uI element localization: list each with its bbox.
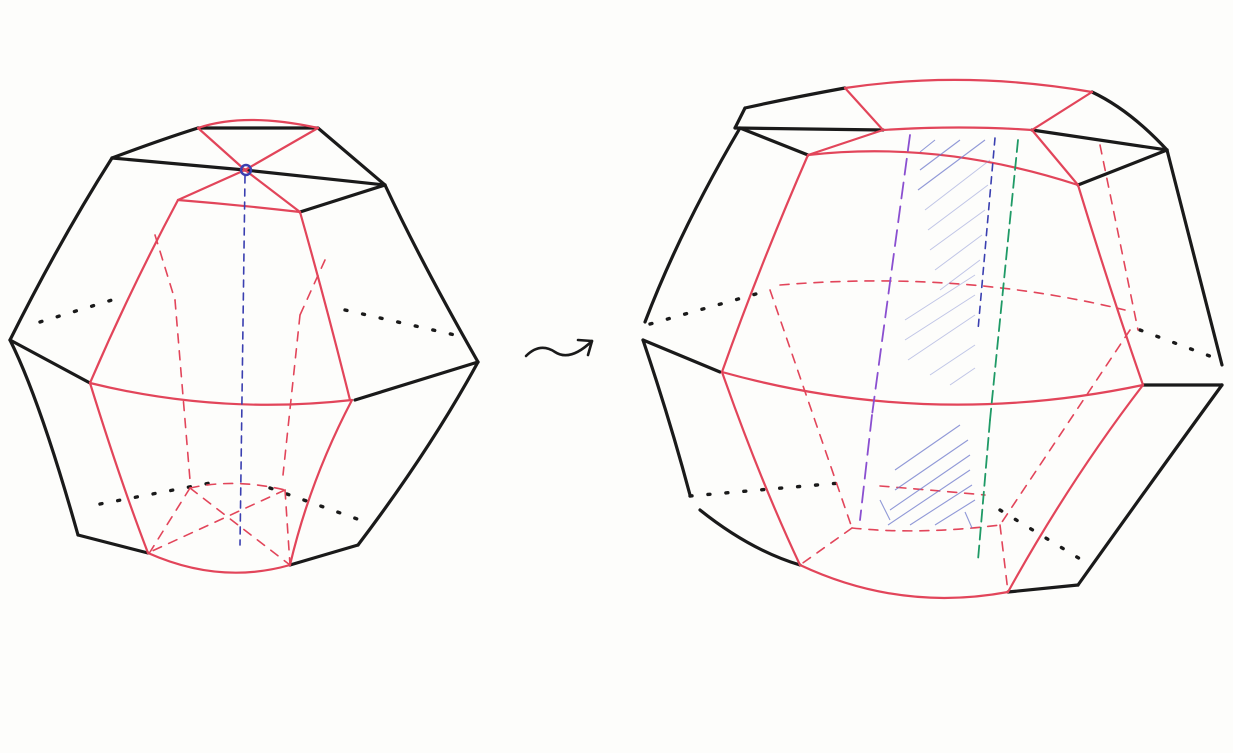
left-red-hidden [149,234,326,566]
left-hidden-dots [38,294,457,522]
right-polyhedron [641,78,1224,600]
right-hidden-dots [648,288,1217,567]
left-red-edges [88,118,354,574]
right-red-hidden [769,144,1139,593]
right-red-edges [720,78,1145,600]
left-axis [239,163,253,546]
right-tunnel-axes [859,134,1019,561]
right-hatching [879,139,991,529]
top-vertex-icon [239,163,253,177]
right-outer-edges [641,86,1224,594]
left-outer-edges [8,126,480,567]
left-polyhedron [8,118,480,574]
squiggle-arrow-icon [524,338,594,358]
